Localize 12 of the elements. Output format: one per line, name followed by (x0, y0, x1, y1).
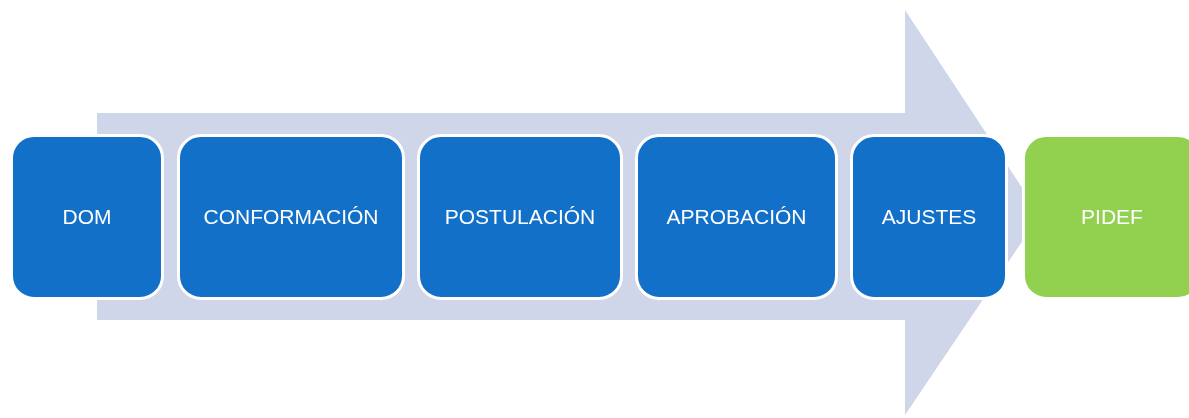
process-box (177, 134, 405, 300)
step-label: APROBACIÓN (665, 205, 808, 229)
process-box (850, 134, 1008, 300)
step-label: AJUSTES (880, 205, 978, 229)
step-label: POSTULACIÓN (443, 205, 597, 229)
process-box (417, 134, 623, 300)
step-label: DOM (61, 205, 113, 229)
process-box (635, 134, 838, 300)
process-box (10, 134, 164, 300)
step-label: CONFORMACIÓN (202, 205, 380, 229)
process-box (1022, 134, 1189, 300)
step-label: PIDEF (1080, 205, 1144, 229)
